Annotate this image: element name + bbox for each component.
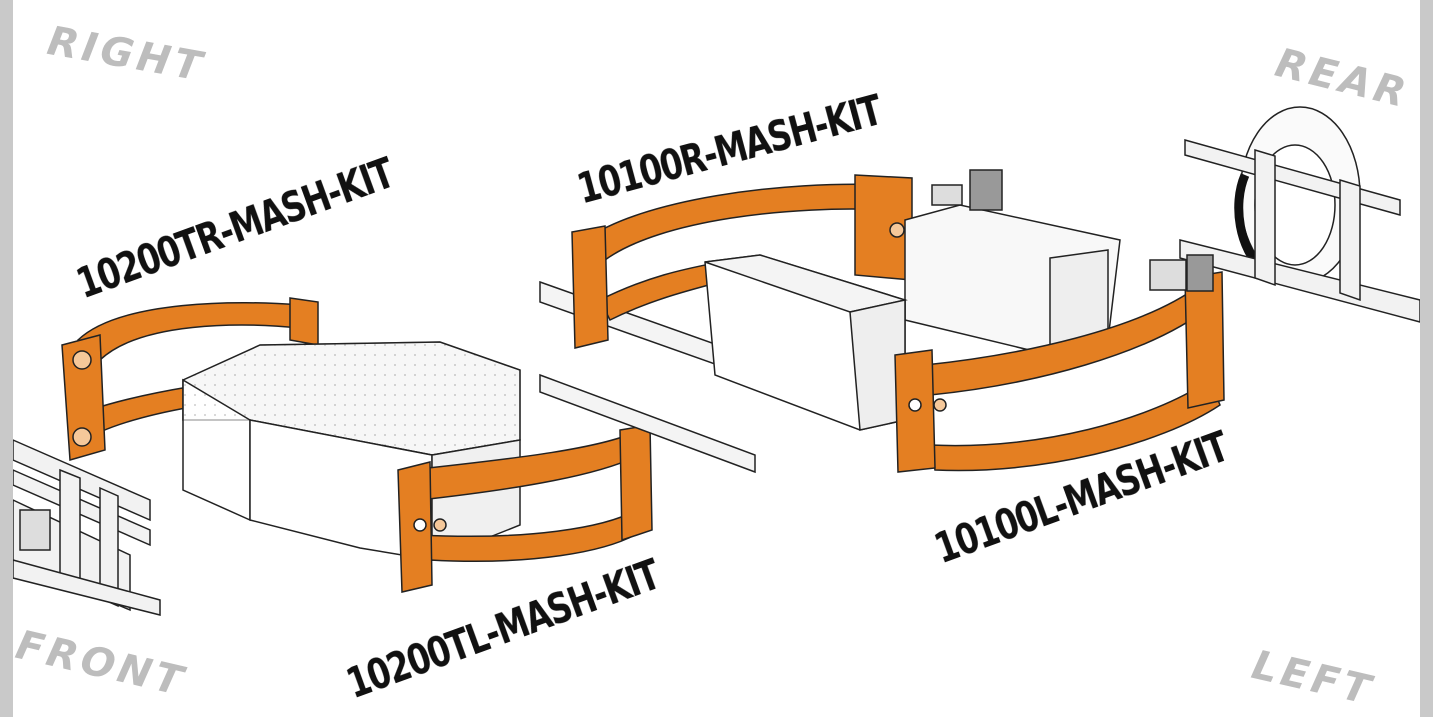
- middle-boxes: [704, 169, 1121, 431]
- front-frame-rails: [12, 438, 161, 616]
- rear-wheel-and-frame: [1149, 106, 1421, 323]
- kit-10200tl-bands: [397, 424, 653, 593]
- front-box: [182, 341, 521, 562]
- kit-10100l-bands: [894, 271, 1225, 473]
